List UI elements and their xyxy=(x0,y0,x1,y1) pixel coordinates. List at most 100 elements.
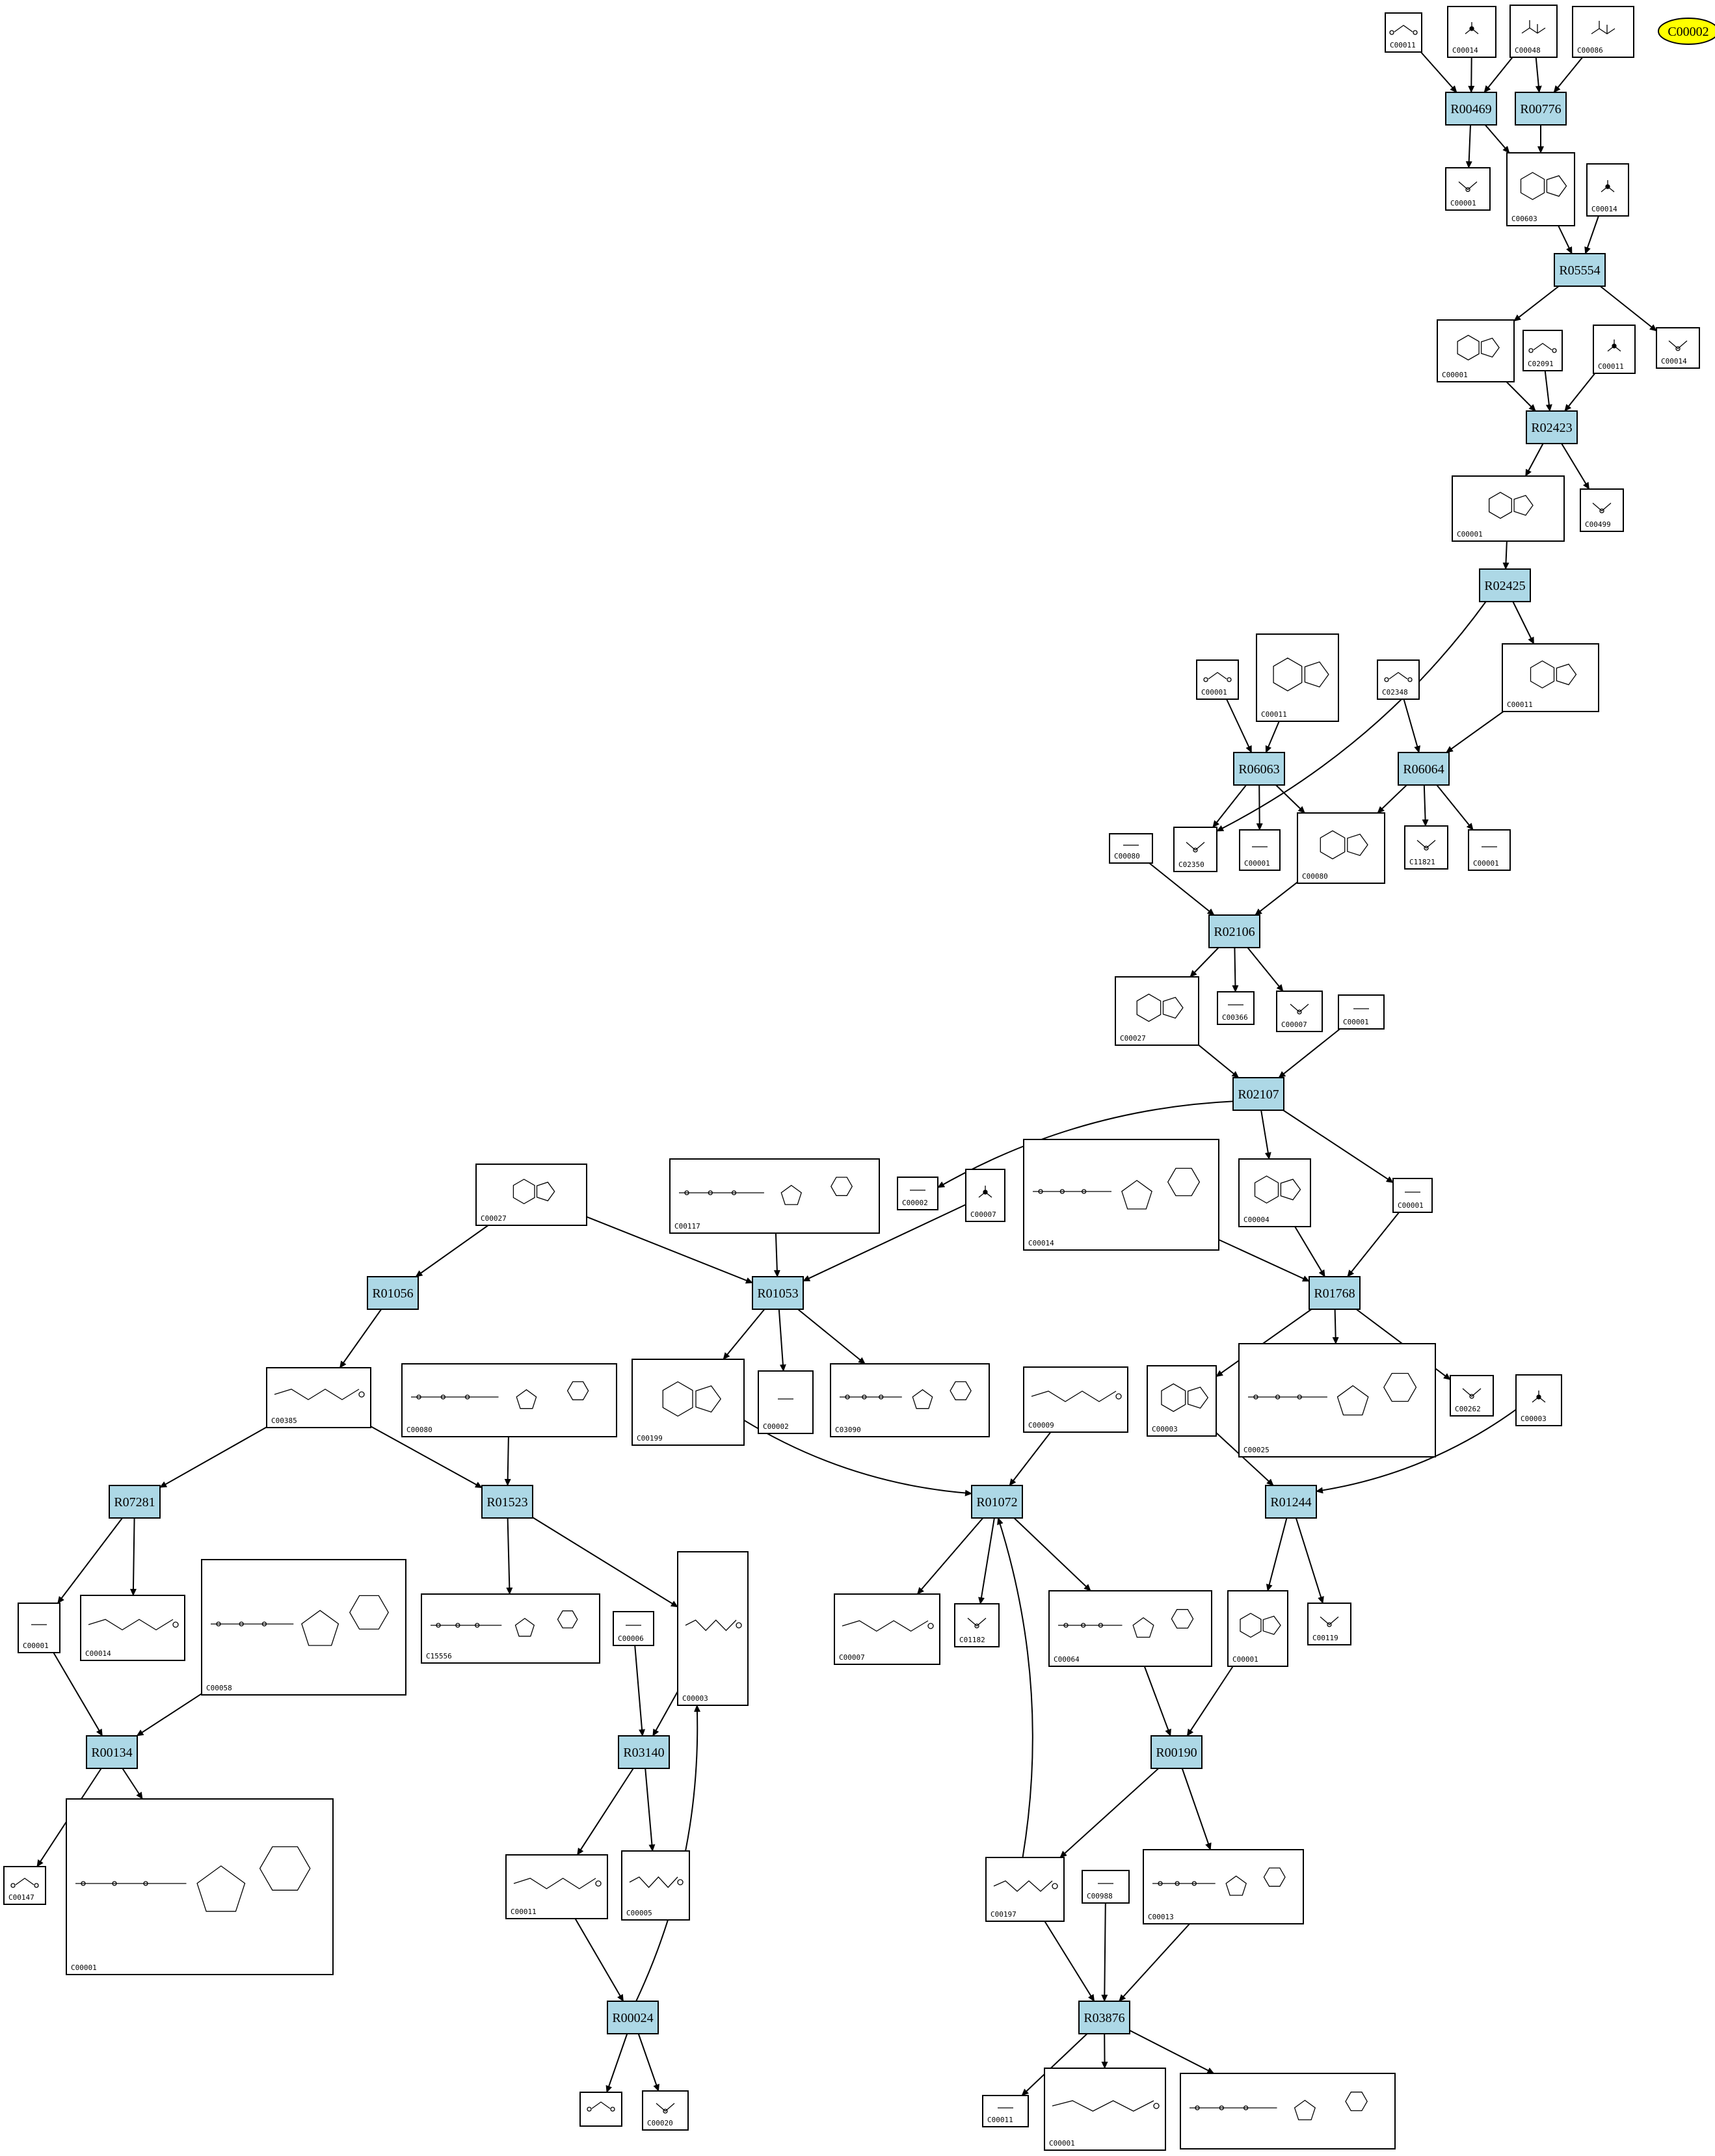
compound-node[interactable]: C00603 xyxy=(1506,152,1575,226)
compound-box[interactable] xyxy=(677,1551,749,1706)
compound-node[interactable]: C00007 xyxy=(965,1169,1005,1222)
compound-box[interactable] xyxy=(1506,152,1575,226)
compound-node[interactable]: C00011 xyxy=(505,1854,608,1919)
compound-box[interactable] xyxy=(1572,6,1634,58)
compound-node[interactable]: C02350 xyxy=(1173,827,1217,872)
compound-node[interactable]: C00366 xyxy=(1217,991,1255,1025)
compound-box[interactable] xyxy=(1256,633,1339,722)
compound-box[interactable] xyxy=(982,2095,1029,2127)
compound-box[interactable] xyxy=(1238,1158,1311,1227)
reaction-box[interactable] xyxy=(367,1276,419,1310)
compound-box[interactable] xyxy=(642,2090,689,2131)
reaction-box[interactable] xyxy=(1233,752,1285,786)
compound-box[interactable] xyxy=(18,1603,60,1653)
compound-node[interactable]: C00001 xyxy=(18,1603,60,1653)
reaction-box[interactable] xyxy=(86,1735,138,1769)
compound-box[interactable] xyxy=(1238,1343,1436,1457)
compound-box[interactable] xyxy=(1115,976,1199,1046)
compound-box[interactable] xyxy=(505,1854,608,1919)
reaction-node[interactable]: R03140 xyxy=(618,1735,670,1769)
compound-box[interactable] xyxy=(1445,167,1491,211)
compound-box[interactable] xyxy=(1437,319,1515,382)
compound-box[interactable] xyxy=(1173,827,1217,872)
reaction-box[interactable] xyxy=(1309,1276,1361,1310)
compound-node[interactable]: C00025 xyxy=(1238,1343,1436,1457)
compound-node[interactable]: C00004 xyxy=(1238,1158,1311,1227)
compound-box[interactable] xyxy=(1593,325,1636,374)
reaction-box[interactable] xyxy=(1232,1077,1284,1111)
compound-box[interactable] xyxy=(965,1169,1005,1222)
compound-node[interactable]: C00080 xyxy=(401,1363,617,1437)
compound-node[interactable]: C00058 xyxy=(201,1559,406,1696)
reaction-node[interactable]: R00469 xyxy=(1445,92,1497,126)
compound-box[interactable] xyxy=(1515,1374,1562,1426)
target-compound[interactable]: C00002 xyxy=(1658,18,1715,45)
compound-node[interactable]: C00005 xyxy=(621,1850,690,1921)
compound-node[interactable]: C00119 xyxy=(1307,1603,1351,1645)
compound-box[interactable] xyxy=(985,1857,1065,1922)
reaction-box[interactable] xyxy=(1445,92,1497,126)
reaction-node[interactable]: R00024 xyxy=(607,2001,659,2034)
reaction-node[interactable]: R01244 xyxy=(1265,1485,1317,1519)
compound-node[interactable]: C00003 xyxy=(1147,1365,1217,1437)
compound-node[interactable]: C00064 xyxy=(1048,1590,1212,1667)
compound-box[interactable] xyxy=(421,1593,600,1664)
compound-node[interactable]: C00020 xyxy=(642,2090,689,2131)
compound-box[interactable] xyxy=(621,1850,690,1921)
compound-node[interactable]: C00014 xyxy=(1586,163,1629,217)
compound-node[interactable]: C02091 xyxy=(1522,330,1563,371)
compound-box[interactable] xyxy=(631,1359,745,1446)
compound-box[interactable] xyxy=(1468,829,1511,871)
reaction-box[interactable] xyxy=(1265,1485,1317,1519)
reaction-node[interactable]: R02107 xyxy=(1232,1077,1284,1111)
compound-box[interactable] xyxy=(66,1798,334,1975)
compound-box[interactable] xyxy=(1044,2068,1166,2151)
compound-node[interactable]: C00011 xyxy=(1593,325,1636,374)
compound-node[interactable]: C00001 xyxy=(1468,829,1511,871)
reaction-node[interactable]: R01523 xyxy=(481,1485,533,1519)
compound-node[interactable]: C00001 xyxy=(1437,319,1515,382)
compound-node[interactable]: C00080 xyxy=(1297,812,1385,884)
reaction-box[interactable] xyxy=(1515,92,1567,126)
compound-node[interactable]: C00007 xyxy=(834,1593,940,1665)
compound-node[interactable]: C00014 xyxy=(1656,327,1700,369)
reaction-box[interactable] xyxy=(752,1276,804,1310)
compound-node[interactable]: C00117 xyxy=(669,1158,880,1234)
compound-node[interactable]: C00011 xyxy=(1502,643,1599,712)
compound-node[interactable]: C02348 xyxy=(1377,659,1420,700)
compound-box[interactable] xyxy=(1143,1849,1304,1924)
compound-box[interactable] xyxy=(475,1164,587,1226)
compound-node[interactable]: C03090 xyxy=(830,1363,990,1437)
compound-node[interactable]: C00199 xyxy=(631,1359,745,1446)
compound-box[interactable] xyxy=(1180,2073,1396,2149)
compound-node[interactable]: C00011 xyxy=(1385,12,1422,53)
compound-node[interactable]: C00086 xyxy=(1572,6,1634,58)
reaction-node[interactable]: R01768 xyxy=(1309,1276,1361,1310)
reaction-node[interactable]: R05554 xyxy=(1554,253,1606,287)
compound-node[interactable]: C00003 xyxy=(1515,1374,1562,1426)
compound-box[interactable] xyxy=(1217,991,1255,1025)
compound-node[interactable]: C00011 xyxy=(1256,633,1339,722)
reaction-box[interactable] xyxy=(481,1485,533,1519)
compound-node[interactable]: C00001 xyxy=(1445,167,1491,211)
target-ellipse[interactable] xyxy=(1658,18,1715,45)
compound-box[interactable] xyxy=(1147,1365,1217,1437)
compound-box[interactable] xyxy=(401,1363,617,1437)
reaction-node[interactable]: R00190 xyxy=(1150,1735,1203,1769)
compound-node[interactable] xyxy=(579,2092,622,2127)
reaction-node[interactable]: R01056 xyxy=(367,1276,419,1310)
compound-node[interactable] xyxy=(1180,2073,1396,2149)
compound-box[interactable] xyxy=(1509,5,1558,58)
compound-node[interactable]: C00001 xyxy=(1338,994,1385,1030)
compound-box[interactable] xyxy=(1450,1375,1494,1417)
compound-box[interactable] xyxy=(1404,825,1448,870)
reaction-node[interactable]: R06064 xyxy=(1398,752,1450,786)
reaction-box[interactable] xyxy=(971,1485,1023,1519)
compound-box[interactable] xyxy=(1502,643,1599,712)
compound-node[interactable]: C00001 xyxy=(1452,475,1565,542)
reaction-box[interactable] xyxy=(1526,410,1578,444)
compound-node[interactable]: C00014 xyxy=(1447,6,1496,58)
compound-node[interactable]: C00499 xyxy=(1580,488,1624,532)
compound-node[interactable]: C00001 xyxy=(66,1798,334,1975)
reaction-node[interactable]: R01053 xyxy=(752,1276,804,1310)
